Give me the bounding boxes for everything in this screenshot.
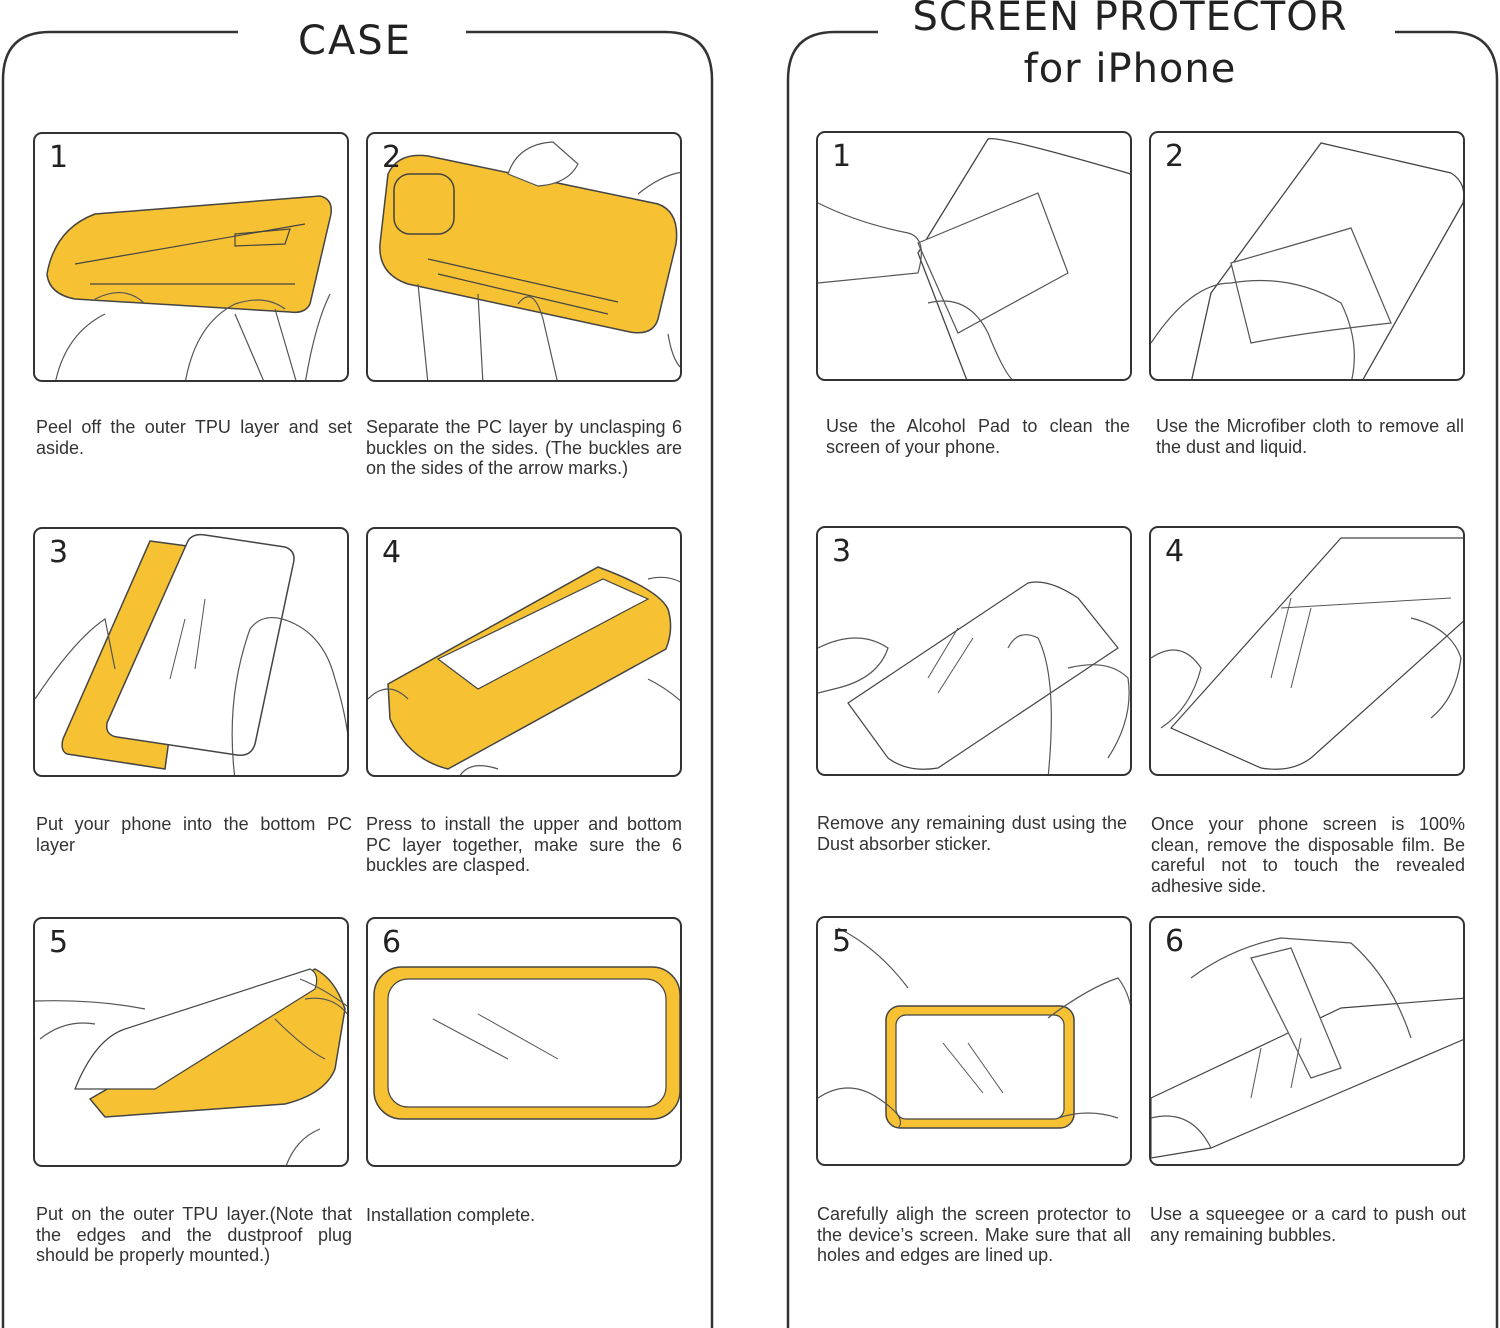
step-number: 2 [1165,139,1185,174]
screen-protector-section-title: SCREEN PROTECTOR [912,0,1348,40]
screen-protector-step-4-caption: Once your phone screen is 100% clean, re… [1151,814,1465,896]
screen-protector-step-3-illustration: 3 [816,526,1132,776]
screen-protector-step-2-caption: Use the Microfiber cloth to remove all t… [1156,416,1464,457]
case-step-6-caption: Installation complete. [366,1205,536,1225]
step-number: 2 [382,140,402,175]
separate-pc-layer-drawing [379,141,680,380]
case-section-title: CASE [298,18,412,64]
step-number: 5 [832,924,852,959]
put-on-tpu-layer-drawing [35,968,347,1165]
case-step-1-illustration: 1 [33,132,349,382]
align-protector-drawing [818,927,1130,1129]
peel-tpu-layer-drawing [46,195,333,380]
dust-absorber-drawing [818,581,1130,774]
step-number: 1 [49,140,69,175]
step-number: 3 [49,535,69,570]
screen-protector-step-5-illustration: 5 [816,916,1132,1166]
step-number: 3 [832,534,852,569]
step-number: 5 [49,925,69,960]
screen-protector-step-2-illustration: 2 [1149,131,1465,381]
microfiber-cloth-drawing [1151,142,1463,379]
case-step-4-illustration: 4 [366,527,682,777]
case-step-6-illustration: 6 [366,917,682,1167]
step-number: 4 [1165,534,1185,569]
case-step-4-caption: Press to install the upper and bottom PC… [366,814,682,875]
screen-protector-step-3-caption: Remove any remaining dust using the Dust… [817,813,1127,854]
installation-complete-drawing [373,966,680,1120]
screen-protector-section-subtitle: for iPhone [1023,46,1237,92]
case-step-3-illustration: 3 [33,527,349,777]
screen-protector-panel-frame [786,30,1499,1328]
step-number: 1 [832,139,852,174]
screen-protector-step-5-caption: Carefully aligh the screen protector to … [817,1204,1131,1265]
case-step-3-caption: Put your phone into the bottom PC layer [36,814,352,855]
step-number: 6 [1165,924,1185,959]
case-step-2-caption: Separate the PC layer by unclasping 6 bu… [366,417,682,478]
alcohol-pad-drawing [818,137,1130,379]
remove-film-drawing [1151,537,1463,770]
case-step-1-caption: Peel off the outer TPU layer and set asi… [36,417,352,458]
screen-protector-step-4-illustration: 4 [1149,526,1465,776]
squeegee-bubbles-drawing [1151,937,1463,1159]
step-number: 4 [382,535,402,570]
case-step-2-illustration: 2 [366,132,682,382]
screen-protector-step-1-caption: Use the Alcohol Pad to clean the screen … [826,416,1130,457]
screen-protector-step-6-illustration: 6 [1149,916,1465,1166]
screen-protector-step-6-caption: Use a squeegee or a card to push out any… [1150,1204,1466,1245]
case-step-5-illustration: 5 [33,917,349,1167]
case-panel-frame [1,30,714,1328]
phone-into-pc-layer-drawing [35,533,347,775]
screen-protector-step-1-illustration: 1 [816,131,1132,381]
step-number: 6 [382,925,402,960]
case-step-5-caption: Put on the outer TPU layer.(Note that th… [36,1204,352,1265]
press-pc-layers-drawing [368,566,680,775]
